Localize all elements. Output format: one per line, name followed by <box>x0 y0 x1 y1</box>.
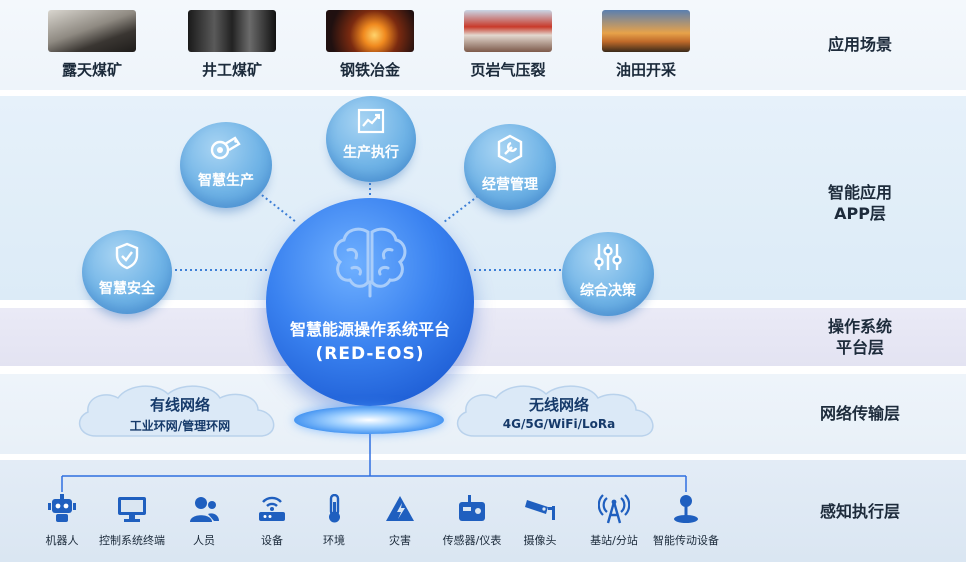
layer-label-network: 网络传输层 <box>819 404 900 423</box>
thermometer-icon <box>329 494 340 523</box>
sensing-item-personnel[interactable]: 人员 <box>164 494 244 548</box>
sensing-label: 智能传动设备 <box>653 534 719 547</box>
app-label: 智慧生产 <box>198 173 254 189</box>
robot-icon <box>48 494 76 522</box>
sensing-label: 传感器/仪表 <box>442 534 502 547</box>
scene-label: 页岩气压裂 <box>470 61 546 79</box>
router-icon <box>259 496 285 521</box>
layer-label-sensing: 感知执行层 <box>819 502 900 521</box>
scene-label: 露天煤矿 <box>61 61 122 79</box>
scene-label: 油田开采 <box>615 61 676 79</box>
sensing-label: 摄像头 <box>523 534 557 547</box>
cloud-shape <box>78 385 275 437</box>
sensing-item-equipment[interactable]: 设备 <box>232 494 312 548</box>
layer-label-app: 智能应用 APP层 <box>827 183 892 223</box>
layer-label-scene: 应用场景 <box>827 35 892 54</box>
sensing-item-hazard[interactable]: 灾害 <box>360 494 440 548</box>
scene-label: 钢铁冶金 <box>339 61 400 79</box>
os-layer-band <box>0 308 966 366</box>
sensing-label: 灾害 <box>389 534 411 547</box>
hazard-icon <box>386 496 414 521</box>
platform-title: 智慧能源操作系统平台 <box>289 320 450 339</box>
platform-sphere[interactable]: 智慧能源操作系统平台 (RED-EOS) <box>266 198 474 406</box>
sensing-item-robot[interactable]: 机器人 <box>22 494 102 548</box>
wired-network-title: 有线网络 <box>149 396 210 414</box>
sensing-item-sensor[interactable]: 传感器/仪表 <box>432 494 512 548</box>
sliders-icon <box>594 244 622 270</box>
joystick-icon <box>674 495 698 523</box>
scene-photo <box>326 10 414 52</box>
wireless-network-title: 无线网络 <box>528 396 589 414</box>
app-bubble-execution[interactable]: 生产执行 <box>326 96 416 182</box>
wireless-network-cloud: 无线网络 4G/5G/WiFi/LoRa <box>448 378 670 450</box>
scene-photo <box>602 10 690 52</box>
scene-photo <box>48 10 136 52</box>
sensing-item-base-station[interactable]: 基站/分站 <box>574 494 654 548</box>
monitor-icon <box>118 497 146 522</box>
sensing-item-camera[interactable]: 摄像头 <box>500 494 580 548</box>
wrench-hexagon-icon <box>497 134 523 164</box>
platform-subtitle: (RED-EOS) <box>315 344 425 364</box>
app-bubble-production[interactable]: 智慧生产 <box>180 122 272 208</box>
app-label: 经营管理 <box>482 177 538 193</box>
sensing-item-drive-device[interactable]: 智能传动设备 <box>646 494 726 548</box>
cloud-shape <box>456 385 654 437</box>
wired-network-subtitle: 工业环网/管理环网 <box>129 419 231 433</box>
scene-open-pit-coal: 露天煤矿 <box>46 10 138 80</box>
platform-base-disc <box>294 406 444 434</box>
person-icon <box>190 497 219 522</box>
app-bubble-safety[interactable]: 智慧安全 <box>82 230 172 314</box>
app-label: 综合决策 <box>580 283 636 299</box>
layer-label-os: 操作系统 平台层 <box>827 317 892 357</box>
shield-check-icon <box>115 242 139 270</box>
gear-chain-icon <box>210 136 241 160</box>
sensing-label: 环境 <box>323 534 345 547</box>
sensing-label: 人员 <box>193 534 215 547</box>
camera-icon <box>525 500 555 520</box>
antenna-icon <box>598 494 630 524</box>
app-label: 生产执行 <box>343 145 399 161</box>
sensing-item-environment[interactable]: 环境 <box>294 494 374 548</box>
scene-photo <box>464 10 552 52</box>
app-label: 智慧安全 <box>99 281 155 297</box>
scene-underground-coal: 井工煤矿 <box>186 10 278 80</box>
app-bubble-decision[interactable]: 综合决策 <box>562 232 654 316</box>
brain-icon <box>333 227 407 298</box>
scene-oilfield: 油田开采 <box>600 10 692 80</box>
sensing-label: 控制系统终端 <box>99 534 165 547</box>
sensing-label: 设备 <box>261 534 283 547</box>
wireless-network-subtitle: 4G/5G/WiFi/LoRa <box>502 417 616 431</box>
sensor-icon <box>459 495 485 521</box>
chart-trend-icon <box>357 108 385 134</box>
app-bubble-operation[interactable]: 经营管理 <box>464 124 556 210</box>
scene-steel-metallurgy: 钢铁冶金 <box>324 10 416 80</box>
scene-photo <box>188 10 276 52</box>
wired-network-cloud: 有线网络 工业环网/管理环网 <box>70 378 290 450</box>
sensing-label: 基站/分站 <box>590 534 638 547</box>
sensing-label: 机器人 <box>45 534 79 547</box>
scene-shale-gas: 页岩气压裂 <box>462 10 554 80</box>
scene-label: 井工煤矿 <box>201 61 262 79</box>
sensing-item-control-terminal[interactable]: 控制系统终端 <box>92 494 172 548</box>
